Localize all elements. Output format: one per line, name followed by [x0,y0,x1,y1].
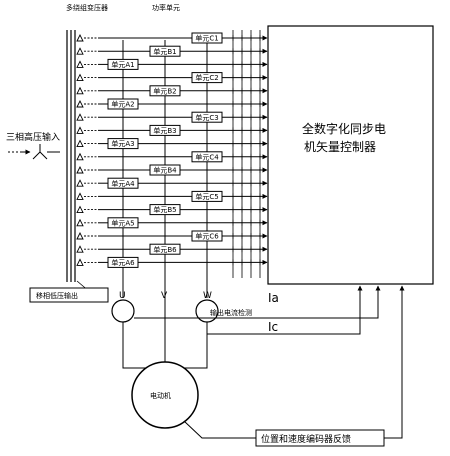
power-unit-label: 单元C5 [195,192,218,201]
power-unit-label: 单元C2 [195,73,218,82]
motor-circle [131,361,199,429]
secondary-winding-icon [76,86,84,95]
secondary-winding-icon [76,165,84,174]
power-unit-label: 单元B2 [153,86,176,95]
encoder-feedback-line [183,285,405,439]
secondary-output-label: 移相低压输出 [36,291,78,300]
motor-label: 电动机 [150,391,171,400]
secondary-winding-icon [76,73,84,82]
current-ia-label: Ia [268,291,279,305]
secondary-winding-icon [76,258,84,266]
current-ic-label: Ic [268,320,278,334]
secondary-winding-icon [76,205,84,214]
secondary-winding-icon [76,139,84,148]
power-unit-label: 单元B4 [153,166,177,175]
secondary-winding-icon [76,33,84,42]
encoder-feedback-label: 位置和速度编码器反馈 [261,433,351,445]
secondary-winding-icon [76,231,84,240]
power-unit-label: 单元C6 [195,232,219,241]
secondary-winding-icon [76,60,84,68]
secondary-winding-icon [76,126,84,134]
secondary-winding-icon [76,47,84,55]
phase-w-label: W [203,291,212,301]
power-unit-label: 单元C1 [195,34,218,43]
power-unit-label: 单元C3 [195,113,218,122]
power-unit-label: 单元B1 [153,47,176,56]
secondary-output-box [29,287,109,303]
output-current-sensor-label: 输出电流检测 [210,308,252,317]
secondary-winding-icon [76,218,84,227]
three-phase-input-symbol [8,144,60,160]
controller-title-line2: 机矢量控制器 [304,140,376,154]
three-phase-input-label: 三相高压输入 [6,131,60,143]
secondary-winding-icon [76,99,84,108]
power-unit-label: 单元C4 [195,152,219,161]
power-unit-label: 单元A2 [111,100,134,109]
phase-u-label: U [119,291,126,301]
encoder-feedback-box [255,429,385,447]
secondary-winding-icon [76,113,84,121]
controller-title-line1: 全数字化同步电 [302,121,386,136]
current-sensor-u [111,299,135,323]
vector-controller-box [267,25,434,285]
power-unit-label: 单元B6 [153,245,177,254]
transformer-core [66,30,76,282]
power-unit-label: 单元A4 [111,179,135,188]
secondary-winding-icon [76,179,84,187]
power-units-label: 功率单元 [152,3,180,12]
power-unit-label: 单元A5 [111,218,134,227]
secondary-winding-icon [76,245,84,253]
power-unit-label: 单元B5 [153,205,176,214]
power-unit-label: 单元A6 [111,258,135,267]
power-unit-label: 单元B3 [153,126,176,135]
secondary-winding-icon [76,152,84,161]
secondary-winding-icon [76,192,84,200]
current-feedback-lines [134,285,381,335]
power-unit-label: 单元A3 [111,139,134,148]
power-units-layer: 单元C1 单元B1 单元A1 单元C2 单元B2 单元A2 单元C3 单元B3 单元A3 单元C4… [76,30,268,278]
power-unit-label: 单元A1 [111,60,134,69]
transformer-label: 多绕组变压器 [66,3,108,12]
phase-v-label: V [161,291,168,301]
